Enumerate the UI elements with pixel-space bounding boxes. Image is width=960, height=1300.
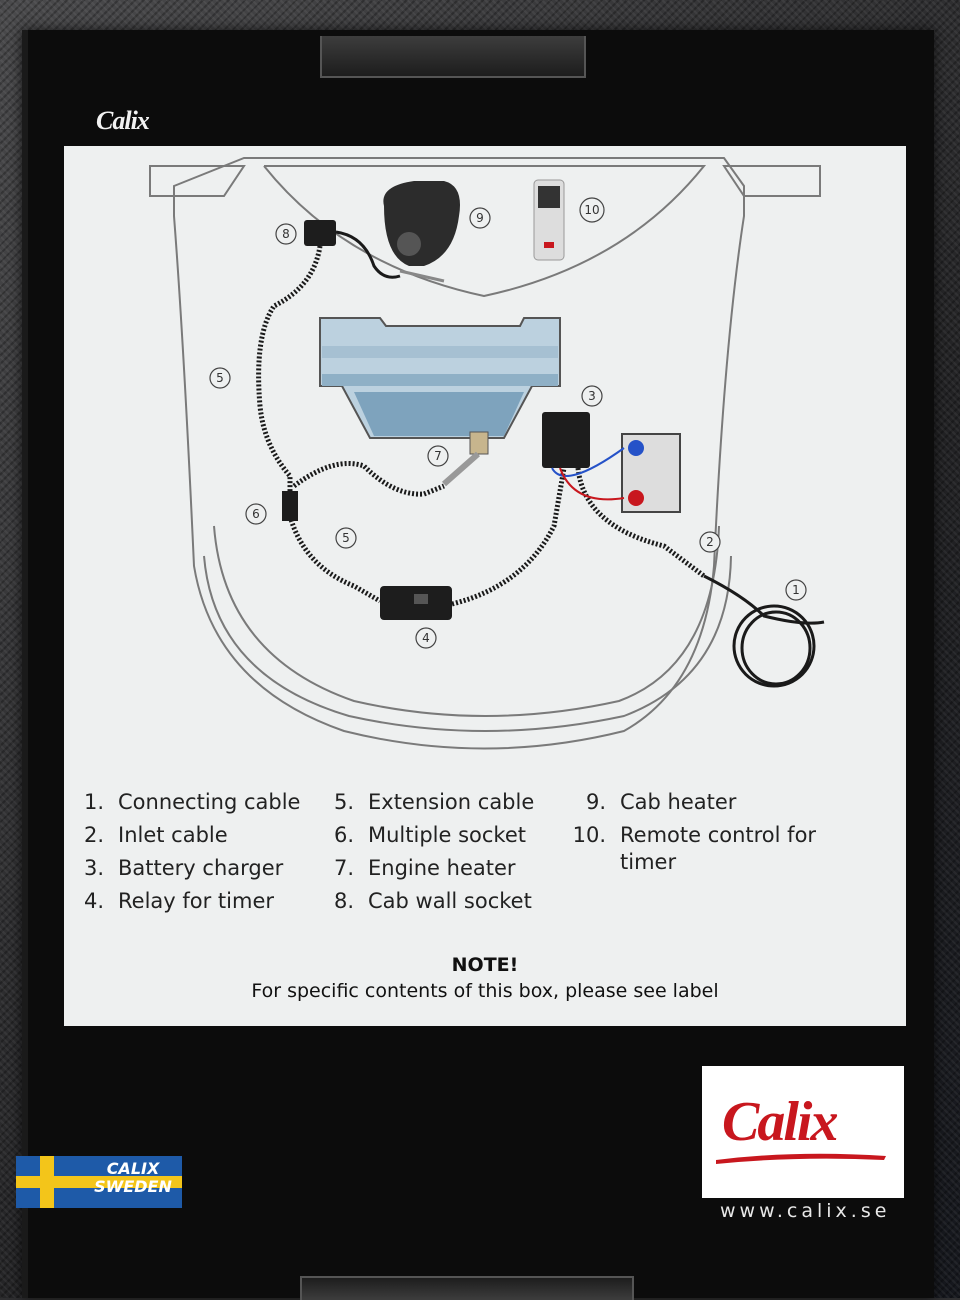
callout-3: 3 <box>588 389 596 403</box>
legend-column-2: 5.Extension cable 6.Multiple socket 7.En… <box>314 786 568 918</box>
note-title: NOTE! <box>451 954 519 976</box>
callout-6: 6 <box>252 507 260 521</box>
top-calix-logo: Calix <box>96 106 150 135</box>
engine-icon <box>319 317 561 439</box>
callout-9: 9 <box>476 211 484 225</box>
cab-wall-socket-icon <box>304 220 336 246</box>
swedish-flag-icon <box>16 1156 182 1208</box>
note-text: For specific contents of this box, pleas… <box>251 980 719 1002</box>
callout-labels: 1 2 3 4 5 5 6 7 8 9 10 <box>216 203 800 645</box>
callout-7: 7 <box>434 449 442 463</box>
box-top-flap <box>320 36 586 78</box>
callout-8: 8 <box>282 227 290 241</box>
callouts <box>209 197 807 649</box>
cables <box>256 245 706 607</box>
parts-legend: 1.Connecting cable 2.Inlet cable 3.Batte… <box>64 786 906 966</box>
installation-diagram: 1 2 3 4 5 5 6 7 8 9 10 <box>149 157 825 750</box>
multiple-socket-icon <box>282 491 298 521</box>
callout-1: 1 <box>792 583 800 597</box>
note: NOTE! For specific contents of this box,… <box>64 954 906 1002</box>
box-bottom-flap <box>300 1276 634 1300</box>
legend-item: 10.Remote control for timer <box>572 823 817 874</box>
battery-charger-icon <box>542 412 590 468</box>
legend-item: 6.Multiple socket <box>333 823 526 847</box>
cab-heater-icon <box>383 181 460 283</box>
legend-item: 8.Cab wall socket <box>333 889 532 913</box>
flag-line-2: SWEDEN <box>94 1177 172 1196</box>
calix-logo-box: Calix <box>702 1066 904 1198</box>
legend-item: 7.Engine heater <box>333 856 516 880</box>
legend-item: 4.Relay for timer <box>83 889 275 913</box>
relay-icon <box>380 586 452 620</box>
legend-item: 9.Cab heater <box>585 790 737 814</box>
engine-heater-icon <box>442 431 489 487</box>
logo-swoosh-icon <box>716 1153 886 1164</box>
callout-5b: 5 <box>342 531 350 545</box>
connecting-cable <box>335 230 825 688</box>
legend-item: 2.Inlet cable <box>83 823 228 847</box>
legend-item: 1.Connecting cable <box>83 790 301 814</box>
callout-4: 4 <box>422 631 430 645</box>
legend-column-3: 9.Cab heater 10.Remote control for timer <box>566 786 820 876</box>
flag-line-1: CALIX <box>106 1159 160 1178</box>
legend-item: 5.Extension cable <box>333 790 535 814</box>
battery-icon <box>621 433 681 513</box>
callout-10: 10 <box>584 203 599 217</box>
calix-main-logo: Calix <box>722 1091 838 1153</box>
vehicle-outline <box>149 157 821 750</box>
diagram-panel: 1 2 3 4 5 5 6 7 8 9 10 1.Connecting cabl… <box>64 146 906 1026</box>
battery-leads <box>551 447 625 501</box>
callout-2: 2 <box>706 535 714 549</box>
flag-text: CALIX SWEDEN <box>78 1160 188 1196</box>
callout-5a: 5 <box>216 371 224 385</box>
legend-column-1: 1.Connecting cable 2.Inlet cable 3.Batte… <box>64 786 318 918</box>
legend-item: 3.Battery charger <box>83 856 284 880</box>
website-url: www.calix.se <box>720 1200 891 1222</box>
remote-control-icon <box>533 179 565 261</box>
